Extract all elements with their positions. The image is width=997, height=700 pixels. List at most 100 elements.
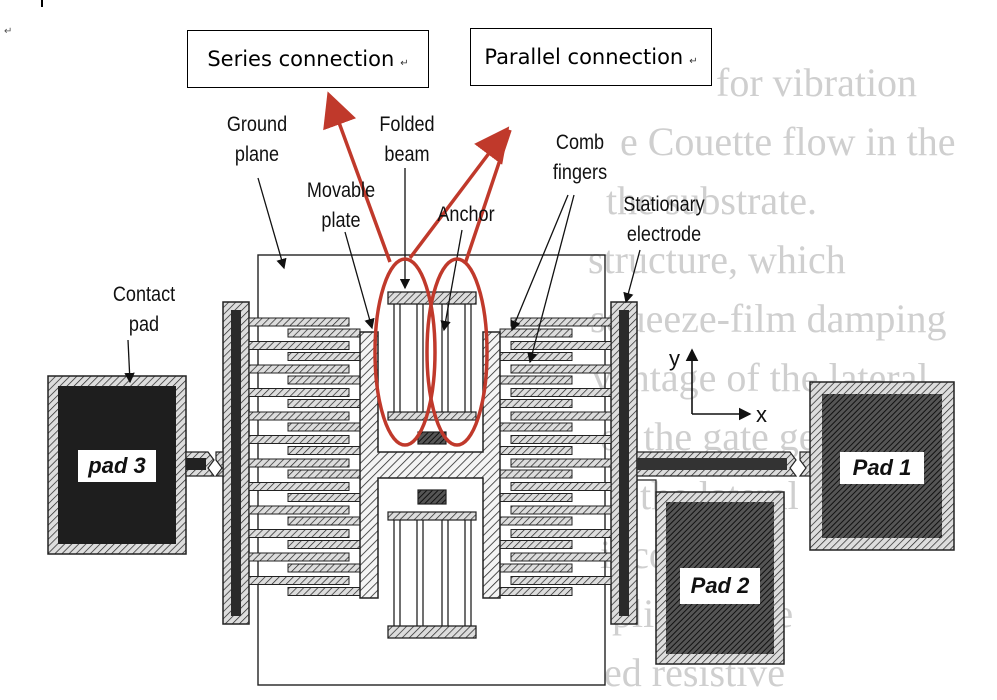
series-connection-text: Series connection — [207, 47, 395, 71]
comb-finger-movable — [287, 563, 361, 573]
label-line: pad — [128, 313, 160, 336]
comb-finger-fixed — [248, 482, 350, 491]
x-axis-label: x — [756, 402, 767, 427]
comb-finger-movable — [287, 469, 361, 479]
red-highlights — [323, 91, 512, 447]
comb-finger-movable — [287, 540, 361, 549]
comb-finger-fixed — [248, 317, 350, 327]
comb-finger-movable — [287, 516, 361, 526]
series-highlight-ellipse — [373, 257, 437, 447]
axes-indicator — [685, 348, 752, 421]
label-line: plate — [321, 209, 361, 232]
comb-finger-movable — [287, 375, 361, 385]
comb-finger-fixed — [248, 388, 350, 397]
anchor-bottom — [417, 489, 447, 505]
background-text-line: squeeze-film damping — [590, 296, 947, 341]
label-line: Comb — [555, 131, 605, 154]
comb-finger-movable — [499, 469, 573, 479]
comb-finger-movable — [499, 352, 573, 361]
leader-lines — [124, 168, 641, 384]
label-folded-beam: Folded beam — [371, 110, 443, 170]
comb-finger-movable — [287, 328, 361, 338]
comb-finger-fixed — [248, 341, 350, 350]
comb-finger-fixed — [248, 411, 350, 421]
pad3-connector-right — [214, 451, 224, 477]
comb-finger-movable — [287, 422, 361, 432]
pad3-label: pad 3 — [78, 450, 156, 482]
comb-finger-fixed — [510, 435, 612, 444]
parallel-highlight-ellipse — [425, 257, 489, 447]
comb-finger-movable — [499, 587, 573, 596]
parallel-connection-callout: Parallel connection ↵ — [470, 28, 712, 86]
stationary-electrode-core — [619, 310, 629, 616]
label-comb-fingers: Comb fingers — [544, 128, 616, 188]
pad2-label: Pad 2 — [680, 568, 760, 604]
left-comb-fingers — [248, 317, 361, 596]
comb-finger-movable — [287, 399, 361, 408]
movable-plate — [359, 331, 501, 599]
label-ground-plane: Ground plane — [221, 110, 293, 170]
comb-finger-movable — [499, 493, 573, 502]
label-stationary-electrode: Stationary electrode — [614, 190, 714, 250]
comb-finger-fixed — [510, 505, 612, 515]
background-text-line: structure, which — [588, 237, 846, 282]
comb-finger-fixed — [248, 552, 350, 562]
comb-finger-fixed — [510, 529, 612, 538]
comb-finger-movable — [499, 399, 573, 408]
comb-finger-movable — [499, 563, 573, 573]
comb-finger-fixed — [510, 552, 612, 562]
label-line: beam — [384, 143, 430, 166]
background-text-line: for vibration — [716, 60, 917, 105]
ground-plane — [257, 254, 606, 686]
comb-finger-movable — [499, 328, 573, 338]
label-line: electrode — [626, 223, 702, 246]
label-line: Stationary — [623, 193, 705, 216]
parallel-connection-text: Parallel connection — [484, 45, 684, 69]
label-anchor: Anchor — [430, 200, 502, 230]
comb-finger-fixed — [248, 435, 350, 444]
label-line: Ground — [226, 113, 288, 136]
comb-finger-fixed — [248, 364, 350, 374]
comb-finger-movable — [287, 446, 361, 455]
comb-finger-fixed — [510, 482, 612, 491]
y-axis-label: y — [669, 346, 680, 371]
comb-finger-fixed — [510, 388, 612, 397]
corner-return-mark-icon: ↵ — [4, 26, 13, 37]
comb-finger-fixed — [510, 411, 612, 421]
label-line: Contact — [112, 283, 176, 306]
label-line: fingers — [552, 161, 608, 184]
return-mark-icon: ↵ — [689, 55, 698, 67]
right-comb-fingers — [499, 317, 612, 596]
label-line: Folded — [379, 113, 435, 136]
comb-finger-movable — [287, 493, 361, 502]
background-text-line: the substrate. — [606, 178, 817, 223]
folded-beam-bottom-truss — [387, 511, 477, 521]
parallel-arrow-1 — [408, 126, 510, 260]
comb-finger-movable — [499, 422, 573, 432]
comb-finger-fixed — [248, 505, 350, 515]
pad2-connector — [637, 479, 657, 560]
label-line: plane — [234, 143, 280, 166]
left-anchor-core — [231, 310, 241, 616]
background-text-line: e Couette flow in the — [620, 119, 955, 164]
label-line: Movable — [306, 179, 376, 202]
comb-finger-movable — [499, 446, 573, 455]
comb-finger-movable — [499, 375, 573, 385]
parallel-arrow-2 — [463, 129, 512, 265]
pad3-connector-core — [186, 458, 206, 470]
comb-finger-fixed — [248, 458, 350, 468]
comb-finger-fixed — [248, 576, 350, 585]
comb-finger-movable — [287, 352, 361, 361]
label-line: Anchor — [437, 203, 495, 226]
pad1-connector-core — [637, 458, 787, 470]
comb-finger-fixed — [510, 341, 612, 350]
comb-finger-movable — [499, 540, 573, 549]
return-mark-icon: ↵ — [400, 57, 409, 69]
label-movable-plate: Movable plate — [302, 176, 379, 236]
comb-finger-fixed — [510, 317, 612, 327]
comb-finger-movable — [287, 587, 361, 596]
comb-finger-movable — [499, 516, 573, 526]
top-tick-mark — [41, 0, 43, 7]
